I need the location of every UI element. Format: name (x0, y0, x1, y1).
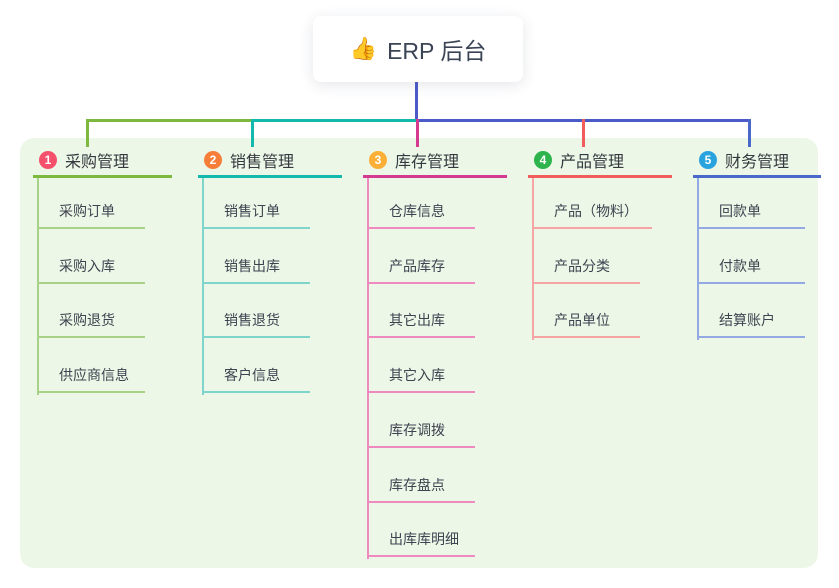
child-node[interactable]: 采购入库 (37, 251, 145, 284)
child-node[interactable]: 库存调拨 (367, 415, 475, 448)
child-node[interactable]: 销售出库 (202, 251, 310, 284)
child-node-label: 供应商信息 (59, 367, 129, 383)
child-node[interactable]: 付款单 (697, 251, 805, 284)
branch-header-5[interactable]: 5 财务管理 (693, 145, 821, 178)
branch-number-badge: 4 (534, 151, 552, 169)
child-node-label: 回款单 (719, 203, 761, 219)
child-node[interactable]: 其它出库 (367, 305, 475, 338)
branch-drop-line (748, 119, 751, 147)
children-vertical-line (202, 178, 204, 395)
child-node[interactable]: 回款单 (697, 196, 805, 229)
root-node-title: ERP 后台 (387, 38, 487, 64)
child-node-label: 库存调拨 (389, 422, 445, 438)
children-vertical-line (532, 178, 534, 340)
branch-number-badge: 2 (204, 151, 222, 169)
children-vertical-line (37, 178, 39, 395)
child-node-label: 产品分类 (554, 258, 610, 274)
child-node[interactable]: 产品库存 (367, 251, 475, 284)
child-node-label: 付款单 (719, 258, 761, 274)
branch-title: 产品管理 (560, 154, 625, 171)
child-node-label: 产品库存 (389, 258, 445, 274)
child-node[interactable]: 客户信息 (202, 360, 310, 393)
thumbs-up-icon: 👍 (349, 36, 378, 61)
child-node-label: 销售订单 (224, 203, 280, 219)
branch-title: 财务管理 (725, 154, 790, 171)
branch-drop-line (86, 119, 89, 147)
child-node[interactable]: 结算账户 (697, 305, 805, 338)
child-node[interactable]: 出库库明细 (367, 524, 475, 557)
child-node-label: 产品（物料） (554, 203, 638, 219)
branch-drop-line (416, 119, 419, 147)
branch-number-badge: 1 (39, 151, 57, 169)
child-node[interactable]: 仓库信息 (367, 196, 475, 229)
child-node-label: 采购订单 (59, 203, 115, 219)
child-node[interactable]: 采购退货 (37, 305, 145, 338)
branch-title: 采购管理 (65, 154, 130, 171)
child-node[interactable]: 产品（物料） (532, 196, 652, 229)
branch-drop-line (582, 119, 585, 147)
child-node-label: 采购退货 (59, 312, 115, 328)
child-node-label: 结算账户 (719, 312, 775, 328)
child-node[interactable]: 销售退货 (202, 305, 310, 338)
root-trunk-line (415, 82, 418, 122)
child-node-label: 客户信息 (224, 367, 280, 383)
child-node[interactable]: 产品分类 (532, 251, 640, 284)
children-vertical-line (697, 178, 699, 340)
root-node[interactable]: 👍 ERP 后台 (313, 16, 523, 82)
branch-number-badge: 5 (699, 151, 717, 169)
child-node-label: 仓库信息 (389, 203, 445, 219)
children-vertical-line (367, 178, 369, 559)
child-node-label: 其它入库 (389, 367, 445, 383)
child-node-label: 其它出库 (389, 312, 445, 328)
branch-title: 销售管理 (230, 154, 295, 171)
branch-header-3[interactable]: 3 库存管理 (363, 145, 507, 178)
branch-number-badge: 3 (369, 151, 387, 169)
branch-header-4[interactable]: 4 产品管理 (528, 145, 672, 178)
branch-header-1[interactable]: 1 采购管理 (33, 145, 172, 178)
child-node-label: 销售退货 (224, 312, 280, 328)
child-node[interactable]: 销售订单 (202, 196, 310, 229)
child-node-label: 库存盘点 (389, 477, 445, 493)
branch-title: 库存管理 (395, 154, 460, 171)
child-node[interactable]: 供应商信息 (37, 360, 145, 393)
child-node[interactable]: 产品单位 (532, 305, 640, 338)
branch-drop-line (251, 119, 254, 147)
branch-header-2[interactable]: 2 销售管理 (198, 145, 342, 178)
child-node-label: 产品单位 (554, 312, 610, 328)
child-node-label: 销售出库 (224, 258, 280, 274)
top-horizontal-segment (252, 119, 417, 122)
top-horizontal-segment (86, 119, 253, 122)
branches-panel (20, 138, 818, 568)
child-node[interactable]: 其它入库 (367, 360, 475, 393)
child-node[interactable]: 库存盘点 (367, 470, 475, 503)
child-node[interactable]: 采购订单 (37, 196, 145, 229)
child-node-label: 采购入库 (59, 258, 115, 274)
child-node-label: 出库库明细 (389, 531, 459, 547)
